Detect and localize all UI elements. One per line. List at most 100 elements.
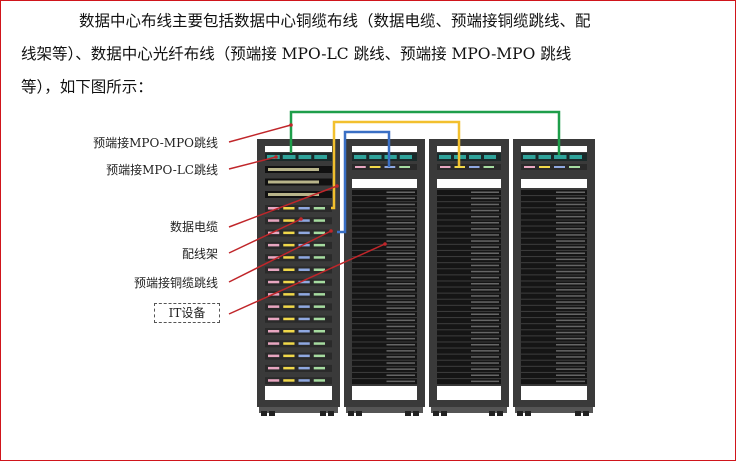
- lc-ports: [268, 180, 319, 184]
- server-detail: [386, 234, 415, 236]
- server-detail: [471, 307, 499, 309]
- server-detail: [471, 191, 499, 193]
- server-detail: [471, 350, 499, 352]
- server-unit: [437, 324, 501, 330]
- patch-cord: [283, 268, 295, 271]
- server-detail: [471, 222, 499, 224]
- patch-cord: [313, 305, 325, 308]
- server-unit: [437, 251, 501, 256]
- patch-cord: [569, 166, 580, 168]
- patch-cord: [313, 317, 325, 321]
- server-unit: [352, 305, 417, 311]
- server-unit: [437, 244, 501, 250]
- server-unit: [437, 312, 501, 317]
- rack-wheel: [348, 411, 354, 416]
- server-unit: [521, 287, 587, 293]
- server-unit: [352, 238, 417, 244]
- server-unit: [521, 348, 587, 354]
- patch-cord: [268, 256, 280, 259]
- leader-dot: [329, 229, 333, 233]
- rack-blank: [265, 386, 332, 400]
- patch-cord: [268, 268, 280, 271]
- server-detail: [386, 356, 415, 358]
- patch-cord: [283, 207, 295, 210]
- label-data-cable: 数据电缆: [169, 220, 218, 234]
- server-detail: [386, 246, 415, 248]
- leader-line: [228, 243, 386, 315]
- patch-cord: [283, 231, 295, 235]
- server-detail: [471, 313, 499, 315]
- server-detail: [471, 319, 499, 322]
- server-unit: [521, 336, 587, 342]
- rack-wheel: [441, 411, 447, 416]
- server-unit: [521, 263, 587, 269]
- patch-cord: [268, 379, 280, 382]
- yellow-copper-cable: [331, 120, 461, 210]
- server-unit: [352, 196, 417, 202]
- patch-cord: [469, 166, 480, 168]
- server-detail: [471, 264, 499, 267]
- server-detail: [386, 228, 415, 230]
- patch-cord: [268, 207, 280, 210]
- mpo-port: [399, 155, 412, 159]
- server-unit: [437, 238, 501, 244]
- server-unit: [437, 299, 501, 305]
- server-detail: [556, 197, 585, 200]
- patch-cord: [313, 243, 325, 247]
- server-detail: [556, 209, 585, 212]
- patch-cord: [298, 342, 310, 345]
- patch-cord: [313, 207, 325, 210]
- server-detail: [386, 307, 415, 309]
- paragraph-line: 数据中心布线主要包括数据中心铜缆布线（数据电缆、预端接铜缆跳线、配: [79, 12, 591, 30]
- rack-wheel: [497, 411, 503, 416]
- server-unit: [437, 232, 501, 238]
- server-detail: [471, 301, 499, 303]
- server-detail: [556, 264, 585, 267]
- patch-cord: [283, 342, 295, 345]
- server-unit: [352, 202, 417, 208]
- server-unit: [521, 373, 587, 378]
- server-detail: [386, 380, 415, 383]
- server-unit: [521, 257, 587, 263]
- patch-cord: [313, 330, 325, 333]
- server-detail: [471, 228, 499, 230]
- server-unit: [352, 281, 417, 287]
- mpo-port: [484, 155, 496, 159]
- server-unit: [437, 257, 501, 263]
- server-unit: [352, 190, 417, 195]
- server-unit: [352, 366, 417, 372]
- server-detail: [471, 252, 499, 254]
- server-unit: [352, 360, 417, 366]
- patch-cord: [298, 231, 310, 235]
- server-detail: [386, 258, 415, 261]
- server-unit: [521, 251, 587, 256]
- server-unit: [352, 257, 417, 263]
- server-unit: [521, 196, 587, 202]
- server-unit: [352, 330, 417, 336]
- patch-cord: [313, 379, 325, 382]
- mpo-port: [384, 155, 397, 159]
- rack-blank: [437, 146, 501, 152]
- patch-cord: [313, 256, 325, 259]
- patch-cord: [313, 268, 325, 271]
- server-detail: [556, 295, 585, 297]
- server-unit: [521, 238, 587, 244]
- server-unit: [521, 281, 587, 287]
- server-unit: [437, 318, 501, 324]
- patch-cord: [268, 354, 280, 358]
- server-detail: [471, 337, 499, 340]
- server-detail: [556, 344, 585, 346]
- server-unit: [352, 336, 417, 342]
- patch-cord: [268, 243, 280, 247]
- rack-wheel: [413, 411, 419, 416]
- patch-cord: [298, 207, 310, 210]
- server-unit: [352, 263, 417, 269]
- server-detail: [556, 234, 585, 236]
- server-detail: [556, 252, 585, 254]
- server-unit: [352, 269, 417, 275]
- patch-cord: [298, 256, 310, 259]
- patch-cord: [268, 231, 280, 235]
- server-detail: [471, 356, 499, 358]
- rack-wheel: [356, 411, 362, 416]
- server-unit: [521, 269, 587, 275]
